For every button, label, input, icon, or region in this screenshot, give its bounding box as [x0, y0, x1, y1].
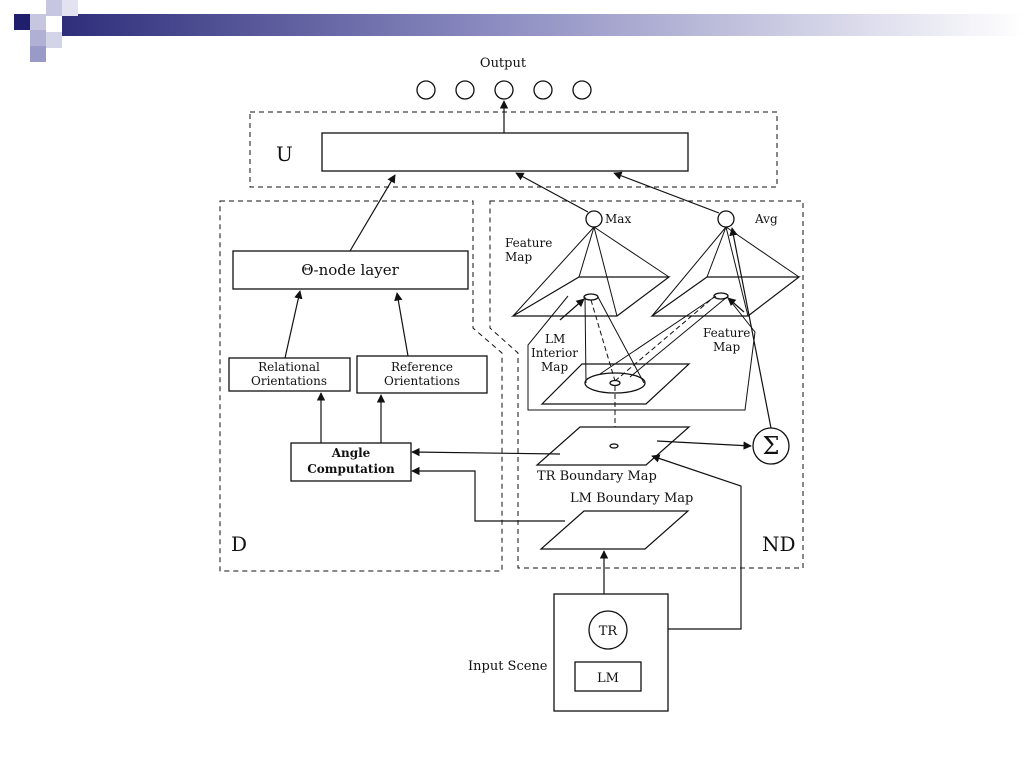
relational-orientations-box	[228, 357, 351, 392]
lm-interior-label-line3: Map	[541, 360, 568, 374]
receptive-field-left	[583, 293, 599, 301]
angle-computation-label-line2: Computation	[307, 462, 395, 476]
angle-computation-label-line1: Angle	[331, 446, 371, 460]
lm-boundary-label: LM Boundary Map	[570, 491, 693, 506]
lm-boundary-to-angle-arrow	[411, 466, 565, 522]
header-square	[30, 46, 46, 62]
header-square	[62, 0, 78, 16]
input-to-tr-boundary-arrow	[651, 454, 742, 630]
input-scene-label: Input Scene	[468, 659, 548, 674]
header-gradient-band	[45, 14, 1024, 36]
reference-to-theta-arrow	[394, 292, 409, 357]
feature-map-right-label-line1: Feature	[703, 326, 750, 340]
lm-node-box	[574, 661, 642, 692]
header-square	[46, 32, 62, 48]
interior-cone-edge	[584, 296, 587, 384]
relational-to-theta-arrow	[284, 290, 303, 359]
pyramid-edge	[725, 226, 749, 317]
header-square	[30, 14, 46, 30]
reference-orientations-box	[356, 355, 488, 394]
tr-label: TR	[599, 624, 619, 639]
header-square	[30, 30, 46, 46]
output-node	[455, 80, 475, 100]
interior-to-right-feature-line	[599, 295, 717, 375]
pyramid-edge	[706, 226, 727, 278]
output-node	[533, 80, 553, 100]
u-label: U	[276, 142, 293, 166]
nd-label: ND	[762, 532, 796, 556]
sum-symbol: Σ	[763, 432, 780, 460]
sum-to-avg-arrow	[729, 227, 772, 429]
avg-node	[717, 210, 735, 228]
interior-cone-edge	[597, 296, 645, 384]
max-node	[585, 210, 603, 228]
pyramid-edge	[725, 226, 800, 278]
tr-boundary-to-angle-arrow	[411, 447, 561, 457]
avg-label: Avg	[754, 212, 778, 226]
boundary-to-sum-arrow	[656, 440, 752, 450]
tr-node	[588, 610, 628, 650]
lm-boundary-map-plane	[539, 510, 690, 550]
interior-to-feature-arrow	[559, 298, 585, 321]
reference-orientations-label-line2: Orientations	[384, 374, 460, 388]
tr-boundary-label: TR Boundary Map	[537, 469, 657, 484]
avg-pooling-pyramid	[650, 226, 801, 317]
pyramid-edge	[512, 226, 595, 317]
u-region	[249, 111, 778, 188]
output-node	[494, 80, 514, 100]
header-square	[14, 14, 30, 30]
interior-to-right-feature-dashed	[614, 296, 715, 382]
lm-interior-region-inner	[609, 379, 621, 387]
nd-region	[489, 200, 804, 569]
max-to-u-arrow	[515, 172, 589, 213]
avg-to-u-arrow	[613, 171, 720, 214]
pyramid-edge	[593, 226, 618, 317]
header-square	[46, 16, 62, 32]
lm-interior-label-line1: LM	[545, 332, 565, 346]
output-node	[416, 80, 436, 100]
relational-orientations-label-line1: Relational	[258, 360, 320, 374]
lm-label: LM	[597, 671, 619, 686]
relational-orientations-label-line2: Orientations	[251, 374, 327, 388]
theta-node-layer-label: Θ-node layer	[301, 261, 399, 279]
header-banner	[14, 0, 1024, 62]
feature-map-right-label-line2: Map	[713, 340, 740, 354]
feature-map-left-label-line1: Feature	[505, 236, 552, 250]
lm-interior-label-line2: Interior	[531, 346, 578, 360]
output-label: Output	[480, 56, 527, 71]
interior-cone-dashed	[590, 299, 616, 382]
pyramid-edge	[651, 226, 727, 317]
theta-node-layer-box	[232, 250, 469, 290]
header-square	[46, 0, 62, 16]
feature-map-left-label-line2: Map	[505, 250, 532, 264]
output-node	[572, 80, 592, 100]
d-region	[219, 200, 503, 572]
tr-boundary-point	[609, 443, 619, 449]
u-layer-box	[321, 132, 689, 172]
pyramid-edge	[578, 226, 595, 278]
receptive-field-right	[713, 292, 729, 300]
pyramid-edge	[593, 226, 670, 278]
interior-to-right-feature-line	[629, 296, 728, 378]
angle-computation-box	[290, 442, 412, 482]
reference-orientations-label-line1: Reference	[391, 360, 453, 374]
theta-to-u-arrow	[349, 174, 396, 252]
max-label: Max	[605, 212, 631, 226]
d-label: D	[231, 532, 247, 556]
feature-to-sum-arrow-back	[727, 297, 745, 313]
